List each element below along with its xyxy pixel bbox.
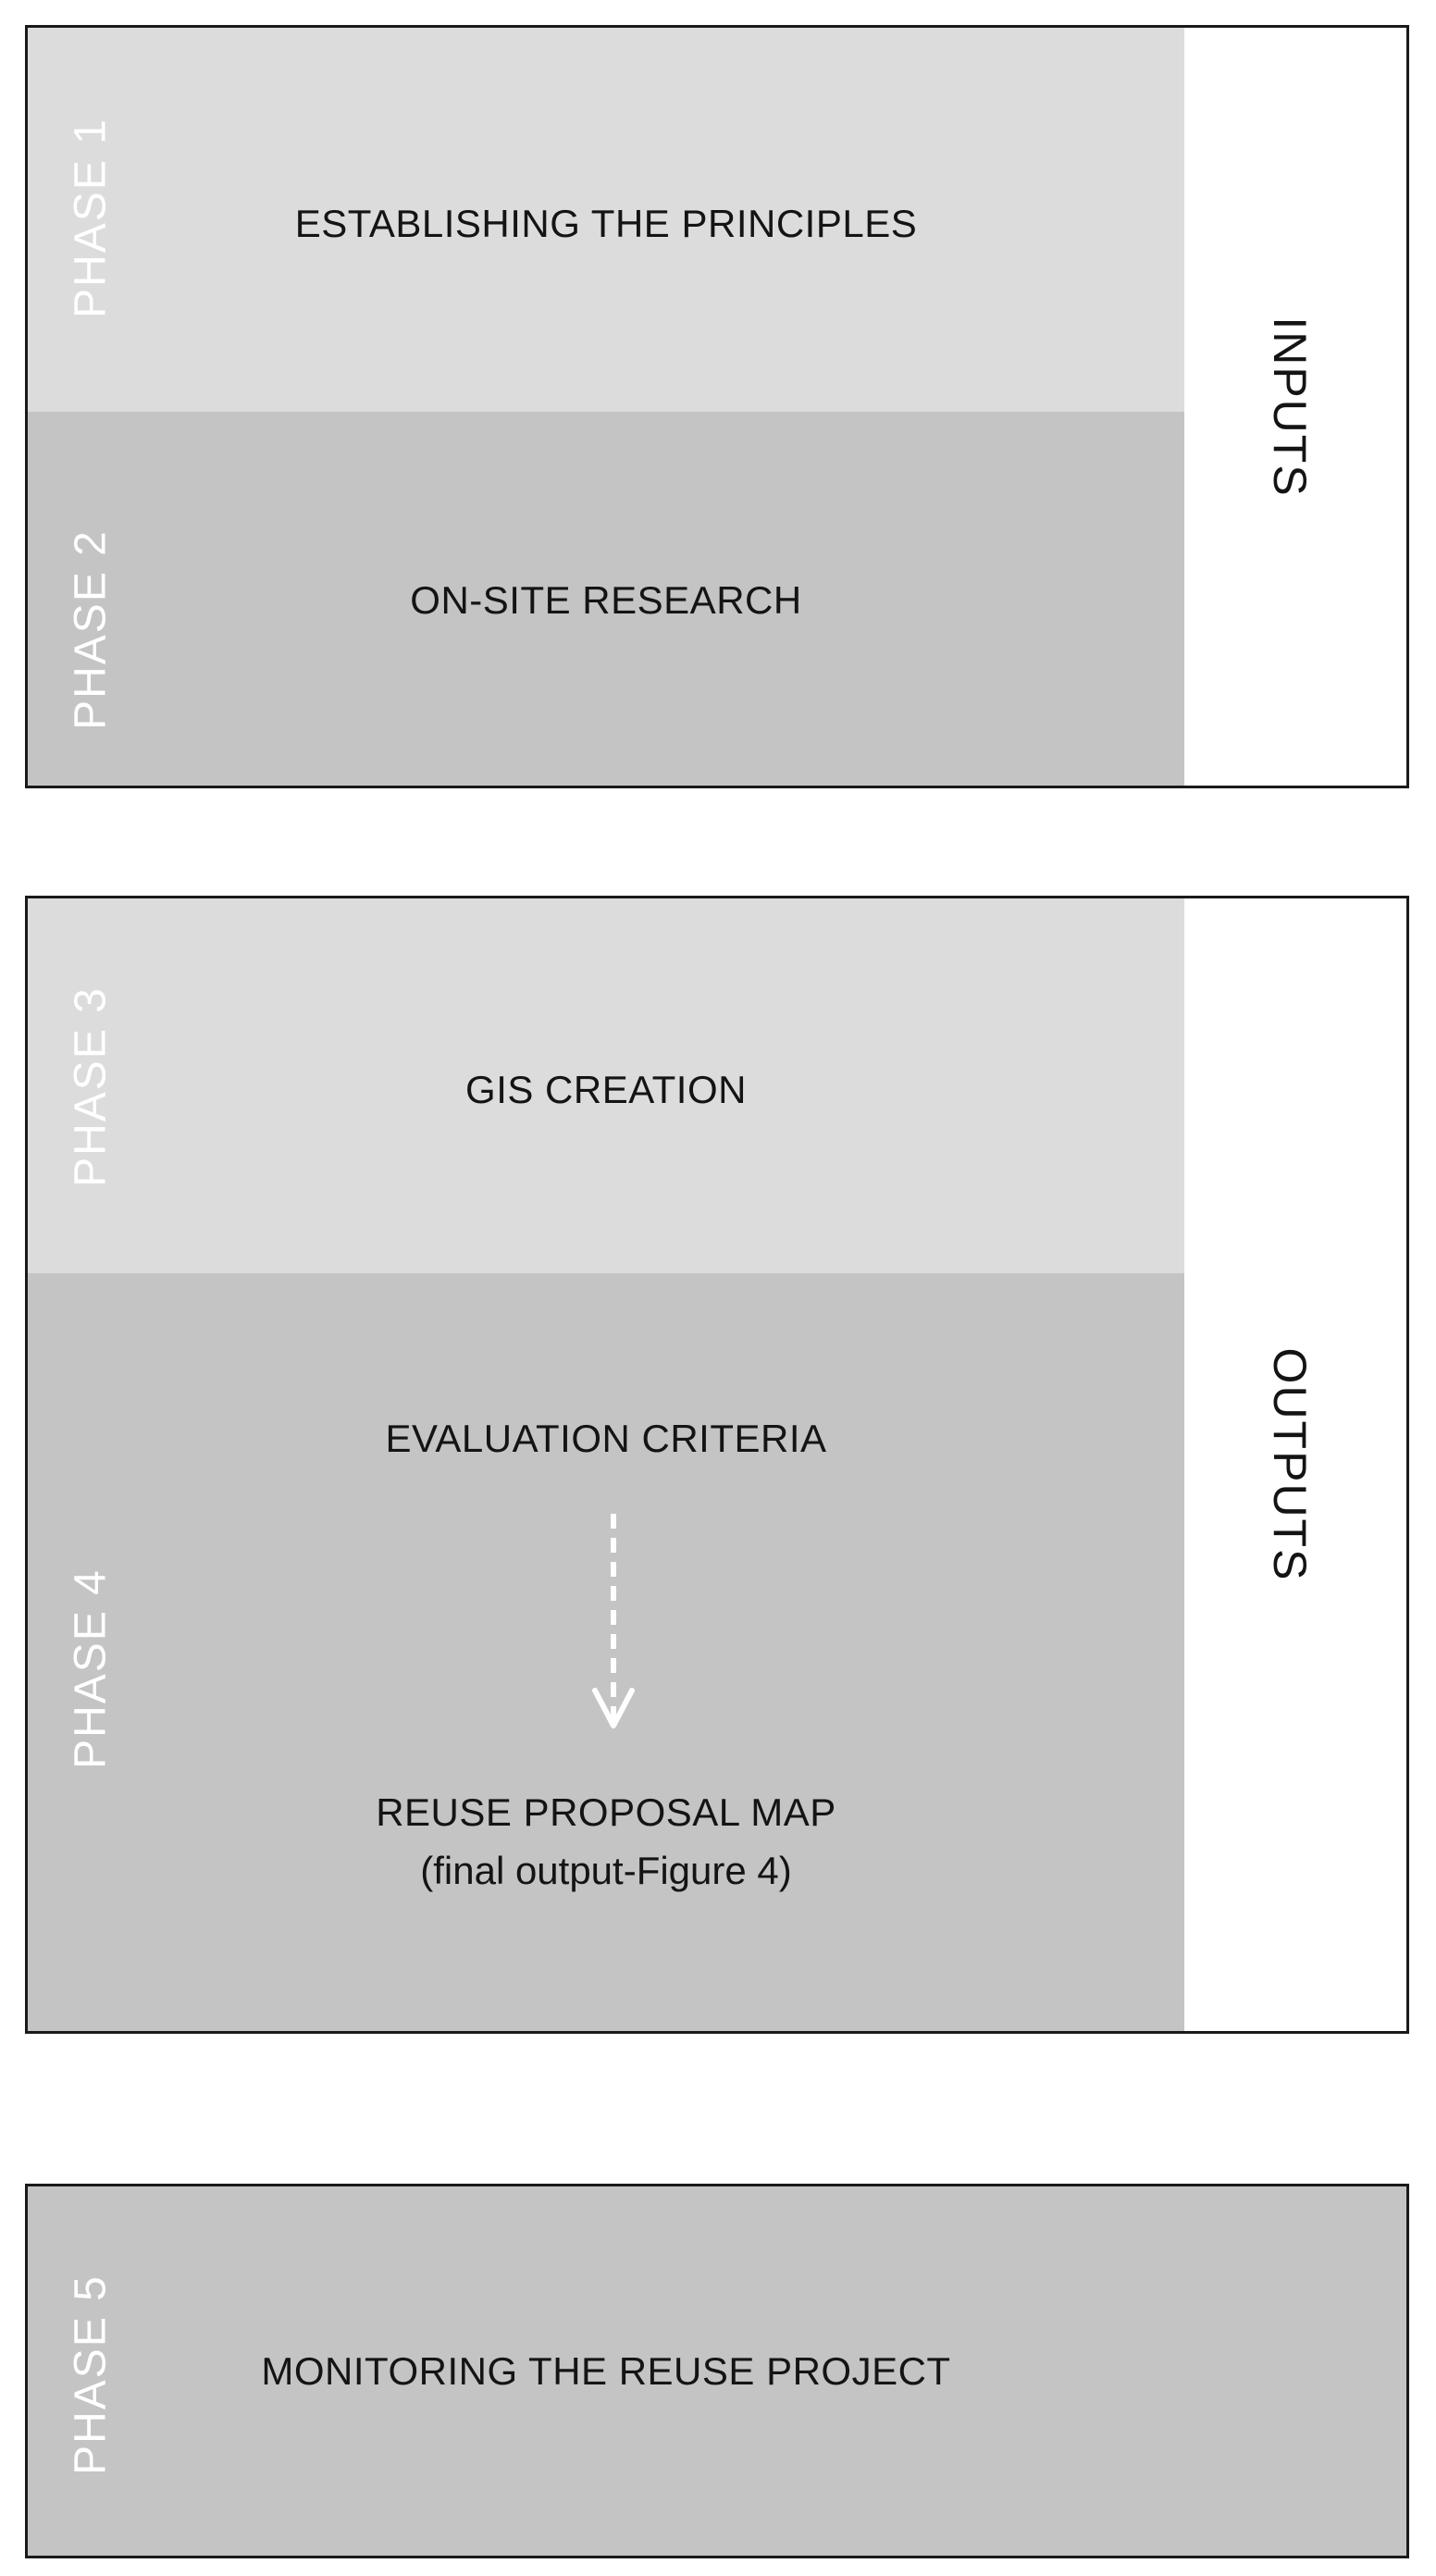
outputs-side-label: OUTPUTS <box>1173 898 1406 2031</box>
inputs-side-label: INPUTS <box>1173 28 1406 786</box>
phase-1-title: ESTABLISHING THE PRINCIPLES <box>294 202 918 245</box>
monitoring-group: PHASE 5 MONITORING THE REUSE PROJECT <box>25 2184 1409 2558</box>
phase-2-panel: PHASE 2 ON-SITE RESEARCH <box>28 412 1184 786</box>
phase-2-title: ON-SITE RESEARCH <box>410 578 802 622</box>
phase-4-label: PHASE 4 <box>66 1568 116 1769</box>
outputs-group: PHASE 3 GIS CREATION PHASE 4 EVALUATION … <box>25 896 1409 2034</box>
inputs-group: PHASE 1 ESTABLISHING THE PRINCIPLES PHAS… <box>25 25 1409 788</box>
phase-3-title: GIS CREATION <box>465 1068 747 1111</box>
phase-1-panel: PHASE 1 ESTABLISHING THE PRINCIPLES <box>28 28 1184 412</box>
dashed-down-arrow-icon <box>592 1514 635 1728</box>
phase-5-panel: PHASE 5 MONITORING THE REUSE PROJECT <box>28 2186 1406 2556</box>
reuse-proposal-map-title: REUSE PROPOSAL MAP <box>376 1790 836 1834</box>
phase-3-panel: PHASE 3 GIS CREATION <box>28 898 1184 1273</box>
inputs-label: INPUTS <box>1264 316 1316 498</box>
phase-4-title: EVALUATION CRITERIA <box>385 1417 827 1460</box>
phase-4-panel: PHASE 4 EVALUATION CRITERIA REUSE PROPOS… <box>28 1273 1184 2031</box>
phase-5-title: MONITORING THE REUSE PROJECT <box>261 2349 951 2393</box>
outputs-label: OUTPUTS <box>1264 1347 1316 1582</box>
final-output-note: (final output-Figure 4) <box>420 1849 792 1892</box>
phase-2-label: PHASE 2 <box>66 529 116 730</box>
